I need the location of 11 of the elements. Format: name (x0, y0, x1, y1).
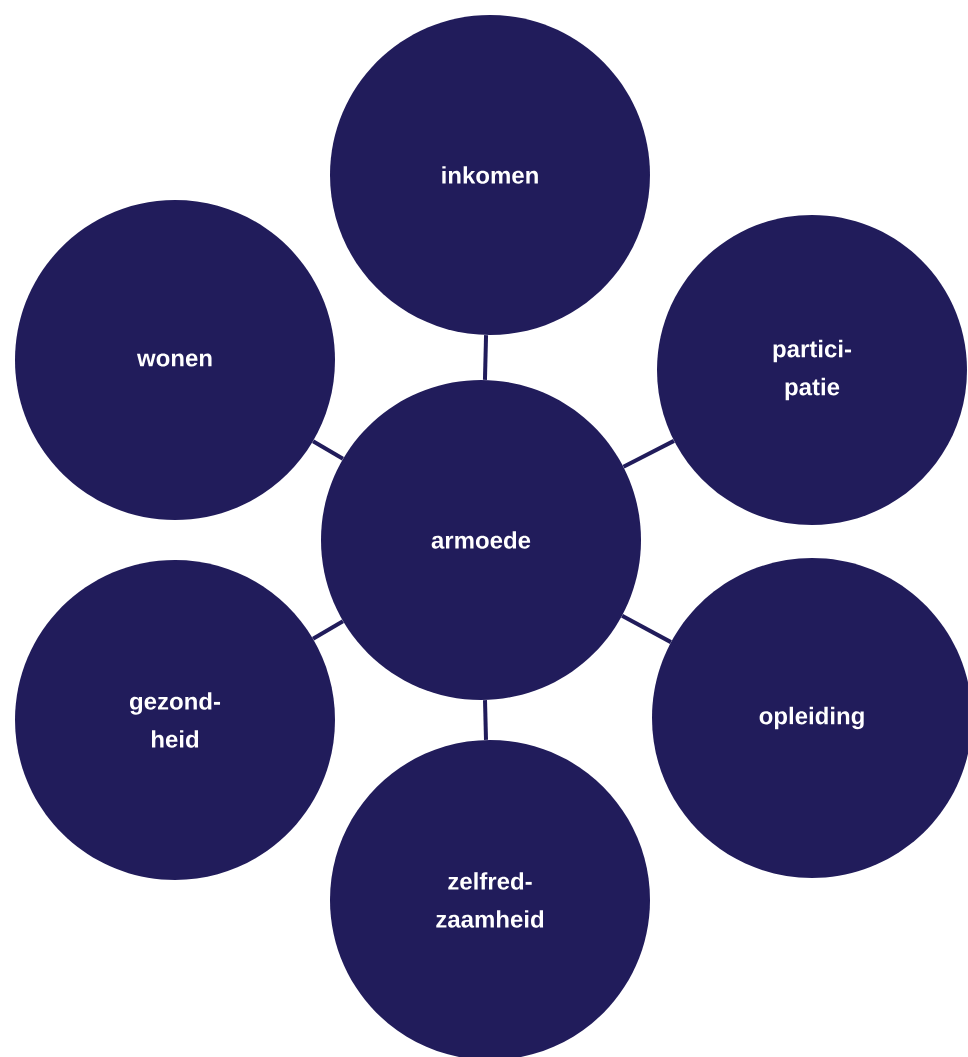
circle-node: armoede (321, 380, 641, 700)
circle-node: wonen (15, 200, 335, 520)
connector-line (483, 700, 488, 740)
circle-node: partici- patie (657, 215, 967, 525)
circle-node: gezond- heid (15, 560, 335, 880)
connector-line (312, 619, 344, 641)
connector-line (621, 614, 672, 644)
connector-line (312, 439, 344, 461)
connector-line (482, 335, 489, 380)
connector-line (622, 439, 675, 469)
circle-node: inkomen (330, 15, 650, 335)
